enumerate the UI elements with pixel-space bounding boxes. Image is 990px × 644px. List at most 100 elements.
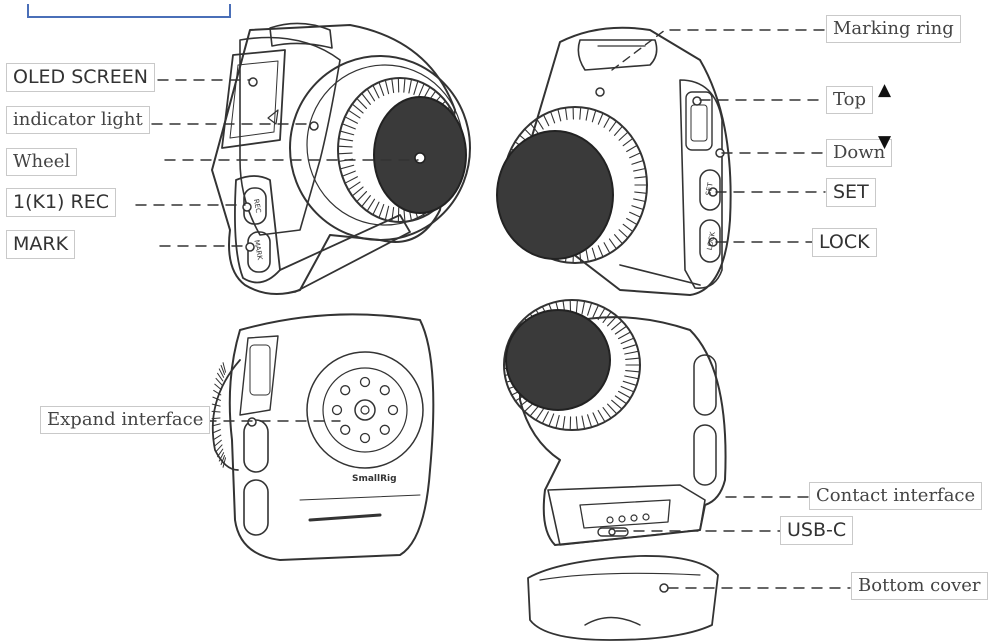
interface-pin [359,432,371,444]
knob-ridge [341,170,356,177]
interface-pin [379,385,390,396]
knob-ridge [337,152,353,155]
label-oled-screen: OLED SCREEN [6,63,155,92]
knob-ridge [587,302,593,316]
knob-ridge [341,123,356,130]
knob-ridge [378,81,385,96]
knob-ridge [347,109,361,119]
knob-ridge [592,412,599,426]
knob-ridge [366,198,376,212]
label-oled-screen-text: OLED SCREEN [13,66,148,88]
knob-ridge [622,344,638,350]
label-marking-ring: Marking ring [826,15,961,43]
knob-ridge [591,247,597,261]
knob-ridge [611,399,623,410]
knob-ridge [541,411,549,425]
knob-ridge [614,325,628,335]
knob-ridge [564,107,568,121]
label-k1-rec-text: 1(K1) REC [13,191,109,213]
knob-ridge [603,116,611,128]
knob-ridge [217,372,224,382]
knob-ridge [626,217,638,226]
knob-ridge [587,414,593,428]
knob-ridge [217,448,224,458]
knob-ridge [408,78,413,94]
knob-ridge [550,111,556,124]
knob-ridge [384,79,390,95]
knob-ridge [581,300,586,315]
knob-ridge [212,429,221,434]
knob-ridge [624,375,640,380]
knob-ridge [597,245,604,258]
leader-lines [133,29,851,589]
device-front-left [211,22,471,295]
knob-ridge [562,415,566,430]
knob-ridge [622,380,638,386]
knob-ridge [634,191,648,194]
label-mark-text: MARK [13,233,69,255]
knob-ridge [631,159,644,165]
knob-ridge [608,238,617,250]
knob-ridge [339,130,355,136]
knob-ridge [626,144,638,153]
knob-ridge [211,410,221,413]
label-down-text: Down [833,142,886,163]
label-set: SET [826,178,876,207]
knob-ridge [220,364,226,375]
knob-ridge [633,198,646,203]
knob-ridge [344,176,358,184]
label-top: Top [826,86,873,114]
knob-ridge [603,242,611,254]
knob-ridge [218,368,225,378]
knob-ridge [542,114,550,127]
knob-ridge [211,403,221,407]
knob-ridge [575,416,578,431]
knob-ridge [529,405,540,417]
label-top-text: Top [833,89,866,110]
knob-ridge [548,413,555,427]
label-lock-text: LOCK [819,231,870,253]
label-expand-interface: Expand interface [40,406,211,434]
knob-ridge [613,125,623,136]
wheel-knob-left [337,77,467,223]
knob-ridge [366,88,376,102]
knob-ridge [338,137,354,142]
label-bottom-cover: Bottom cover [851,572,988,600]
label-indicator-light-text: indicator light [13,109,143,130]
interface-pin [379,424,390,435]
knob-ridge [557,108,562,122]
knob-ridge [620,337,635,345]
knob-ridge [597,112,604,125]
triangle-down-icon: ▼ [878,132,892,152]
knob-ridge [633,167,646,172]
knob-ridge [339,164,355,170]
knob-ridge [591,109,597,123]
interface-pin [359,376,371,388]
knob-ridge [585,107,589,121]
knob-ridge [361,195,371,208]
knob-ridge [629,152,642,159]
knob-ridge [629,211,642,218]
label-mark: MARK [6,230,76,259]
knob-ridge [214,439,222,447]
knob-ridge [602,311,612,323]
knob-ridge [220,455,226,466]
wheel-knob-bottom [503,299,641,431]
knob-ridge [625,357,641,361]
device-brand-text: SmallRig [352,474,397,484]
knob-ridge [215,444,223,453]
label-usb-c-text: USB-C [787,519,847,541]
label-down: Down [826,139,893,167]
knob-ridge [218,452,225,462]
label-set-text: SET [833,181,869,203]
knob-ridge [403,77,406,93]
knob-ridge [536,118,544,130]
knob-ridge [622,137,634,147]
knob-ridge [212,396,221,401]
knob-ridge [344,116,358,124]
device-bottom-right [503,299,727,546]
knob-ridge [613,234,623,245]
knob-ridge [391,78,395,94]
knob-ridge [634,176,648,179]
